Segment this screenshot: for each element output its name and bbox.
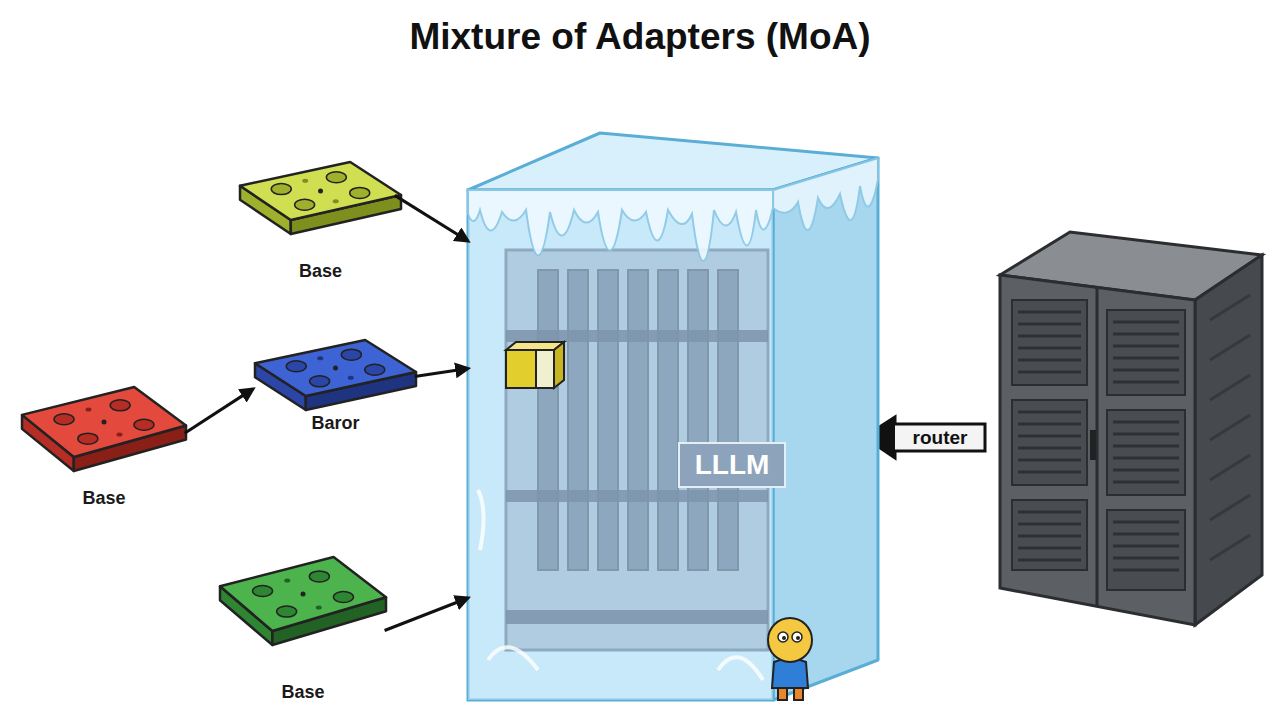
server-vent bbox=[1107, 510, 1185, 590]
block-stud bbox=[326, 172, 346, 183]
block-dot bbox=[301, 592, 306, 597]
door-handle bbox=[1090, 430, 1096, 460]
server-top bbox=[1000, 232, 1262, 300]
frozen-llm-block: LLLM bbox=[468, 190, 773, 700]
block-top-face bbox=[22, 387, 186, 457]
server-door-split bbox=[1096, 288, 1099, 607]
ice-side-face bbox=[773, 158, 878, 700]
block-stud bbox=[78, 433, 98, 444]
block-stud bbox=[341, 349, 361, 360]
server-vent bbox=[1012, 500, 1087, 570]
server-vent bbox=[1107, 410, 1185, 495]
block-dot bbox=[102, 420, 107, 425]
adapter-node: Base bbox=[238, 160, 403, 282]
block-label: Base bbox=[20, 487, 188, 509]
adapter-block bbox=[20, 385, 188, 473]
block-stud bbox=[365, 364, 385, 375]
block-stud bbox=[54, 414, 74, 425]
block-dot bbox=[333, 366, 338, 371]
block-stud bbox=[253, 586, 273, 597]
adapter-node: Baror bbox=[253, 338, 418, 434]
router-label: router bbox=[895, 424, 985, 451]
router-arrow bbox=[864, 417, 985, 458]
block-stud bbox=[286, 361, 306, 372]
adapter-node: Base bbox=[218, 555, 388, 703]
block-top-face bbox=[220, 557, 386, 631]
block-dot bbox=[318, 189, 323, 194]
ice-drips bbox=[773, 158, 878, 230]
block-dot bbox=[317, 356, 323, 360]
connector-arrow bbox=[385, 598, 468, 630]
diagram-title: Mixture of Adapters (MoA) bbox=[0, 16, 1280, 58]
block-stud bbox=[350, 187, 370, 198]
block-dot bbox=[316, 605, 322, 609]
adapter-block bbox=[238, 160, 403, 236]
block-stud bbox=[277, 606, 297, 617]
ice-drips bbox=[468, 190, 773, 261]
block-stud bbox=[134, 419, 154, 430]
server-vent bbox=[1107, 310, 1185, 395]
server-cabinet bbox=[1000, 232, 1262, 625]
block-dot bbox=[302, 179, 308, 183]
block-dot bbox=[348, 376, 354, 380]
adapter-block bbox=[253, 338, 418, 412]
server-vent bbox=[1012, 400, 1087, 485]
block-stud bbox=[271, 184, 291, 195]
server-side bbox=[1195, 255, 1262, 625]
connector-arrow bbox=[415, 369, 468, 377]
vent-slats bbox=[1018, 312, 1179, 570]
block-dot bbox=[117, 433, 123, 437]
slot-cube-side bbox=[554, 342, 564, 388]
slot-cube-front bbox=[506, 350, 536, 388]
server-vent bbox=[1012, 300, 1087, 385]
slot-cube-front bbox=[536, 350, 554, 388]
model-sign: LLLM bbox=[678, 442, 786, 488]
adapter-block bbox=[218, 555, 388, 647]
block-stud bbox=[295, 199, 315, 210]
server-front bbox=[1000, 275, 1195, 625]
block-dot bbox=[85, 407, 91, 411]
connector-arrow bbox=[185, 389, 253, 433]
block-stud bbox=[309, 571, 329, 582]
block-dot bbox=[333, 199, 339, 203]
ice-shine bbox=[478, 490, 763, 680]
block-top-face bbox=[255, 340, 416, 396]
block-stud bbox=[110, 400, 130, 411]
adapter-node: Base bbox=[20, 385, 188, 509]
router-arrow-body bbox=[864, 417, 985, 458]
connector-arrow bbox=[395, 195, 468, 241]
block-stud bbox=[333, 591, 353, 602]
block-label: Base bbox=[218, 681, 388, 703]
block-dot bbox=[284, 579, 290, 583]
side-slats bbox=[1210, 295, 1250, 560]
block-stud bbox=[310, 376, 330, 387]
block-label: Base bbox=[238, 260, 403, 282]
block-top-face bbox=[240, 162, 401, 220]
block-label: Baror bbox=[253, 412, 418, 434]
